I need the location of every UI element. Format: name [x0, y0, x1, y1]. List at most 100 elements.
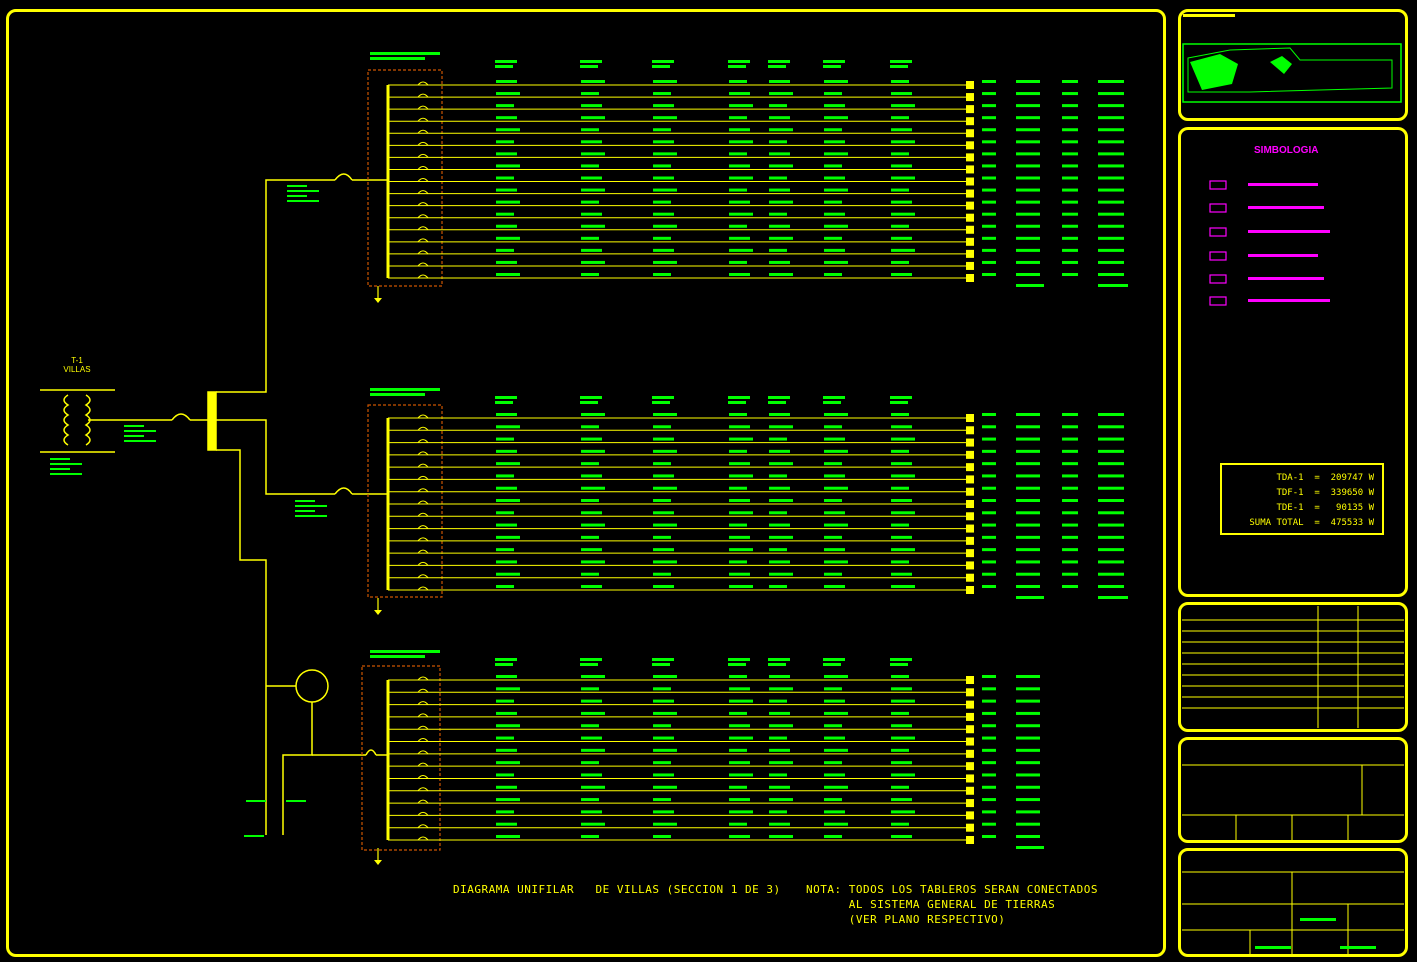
- location-title-mark: [1183, 14, 1235, 17]
- load-box-icon: [966, 688, 974, 697]
- circuit-value-mark: [729, 675, 747, 678]
- circuit-value-mark: [653, 92, 671, 96]
- note-line-3: (VER PLANO RESPECTIVO): [806, 913, 1006, 926]
- circuit-value-mark: [653, 785, 677, 789]
- load-box-icon: [966, 500, 974, 508]
- circuit-breaker-icon: [417, 105, 429, 110]
- circuit-value-mark: [653, 437, 674, 441]
- circuit-value-mark: [653, 152, 677, 156]
- circuit-value-mark: [891, 535, 912, 539]
- circuit-label-mark: [982, 80, 996, 83]
- circuit-value-mark: [769, 548, 787, 552]
- circuit-breaker-icon: [417, 463, 429, 468]
- circuit-value-mark: [496, 535, 520, 539]
- circuit-value-mark: [769, 835, 793, 838]
- circuit-value-mark: [769, 462, 793, 466]
- circuit-value-mark: [824, 724, 842, 728]
- circuit-breaker-icon: [417, 274, 429, 279]
- circuit-value-mark: [581, 200, 599, 204]
- circuit-value-mark: [824, 523, 848, 527]
- circuit-value-mark: [769, 822, 790, 826]
- load-box-icon: [966, 549, 974, 558]
- circuit-breaker-icon: [417, 117, 429, 122]
- symbol-icon-4: [1209, 251, 1227, 261]
- circuit-value-mark: [496, 413, 517, 416]
- circuit-value-mark: [824, 822, 848, 826]
- column-header-mark: [728, 60, 750, 63]
- circuit-value-mark: [496, 761, 520, 765]
- symbol-icon-6: [1209, 296, 1227, 306]
- column-header-mark: [495, 65, 513, 68]
- circuit-value-mark: [653, 699, 674, 703]
- circuit-value-mark: [1062, 462, 1078, 466]
- circuit-value-mark: [496, 116, 517, 120]
- circuit-value-mark: [653, 560, 677, 564]
- circuit-value-mark: [653, 116, 677, 120]
- circuit-breaker-icon: [417, 129, 429, 134]
- circuit-label-mark: [982, 724, 996, 728]
- circuit-value-mark: [653, 822, 677, 826]
- circuit-value-mark: [769, 437, 787, 441]
- circuit-value-mark: [729, 260, 747, 264]
- feeder-label-mark: [124, 440, 156, 442]
- circuit-value-mark: [496, 437, 514, 441]
- circuit-value-mark: [891, 437, 915, 441]
- circuit-label-mark: [982, 736, 996, 740]
- column-header-mark: [580, 60, 602, 63]
- circuit-label-mark: [982, 236, 996, 240]
- load-box-icon: [966, 786, 974, 795]
- circuit-value-mark: [1098, 164, 1124, 168]
- load-box-icon: [966, 201, 974, 210]
- circuit-value-mark: [729, 128, 750, 132]
- circuit-value-mark: [1098, 425, 1124, 429]
- circuit-value-mark: [1062, 273, 1078, 276]
- summary-line: TDF-1 = 339650 W: [1276, 488, 1374, 498]
- circuit-value-mark: [1062, 236, 1078, 240]
- circuit-value-mark: [1016, 200, 1040, 204]
- circuit-label-mark: [982, 711, 996, 715]
- circuit-value-mark: [496, 835, 520, 838]
- circuit-value-mark: [824, 449, 848, 453]
- circuit-value-mark: [729, 585, 753, 588]
- load-box-icon: [966, 414, 974, 422]
- circuit-label-mark: [982, 462, 996, 466]
- circuit-value-mark: [1016, 560, 1040, 564]
- circuit-breaker-icon: [417, 713, 429, 718]
- ground-arrow-icon: [374, 298, 382, 303]
- circuit-value-mark: [769, 188, 790, 192]
- circuit-value-mark: [891, 499, 912, 502]
- circuit-breaker-icon: [417, 153, 429, 158]
- column-header-mark: [728, 658, 750, 661]
- column-header-mark: [652, 658, 674, 661]
- circuit-label-mark: [982, 140, 996, 144]
- column-header-mark: [580, 658, 602, 661]
- circuit-value-mark: [581, 785, 605, 789]
- circuit-value-mark: [581, 835, 599, 838]
- column-header-mark: [495, 658, 517, 661]
- symbol-description-mark: [1248, 299, 1330, 302]
- note-line-2: AL SISTEMA GENERAL DE TIERRAS: [806, 898, 1056, 911]
- load-box-icon: [966, 586, 974, 594]
- circuit-value-mark: [653, 486, 677, 490]
- circuit-value-mark: [824, 761, 842, 765]
- circuit-value-mark: [653, 835, 671, 838]
- circuit-value-mark: [653, 462, 671, 466]
- circuit-value-mark: [729, 535, 750, 539]
- circuit-value-mark: [496, 92, 520, 96]
- circuit-value-mark: [824, 248, 845, 252]
- circuit-breaker-icon: [417, 262, 429, 267]
- circuit-value-mark: [824, 511, 845, 515]
- circuit-value-mark: [581, 248, 602, 252]
- circuit-value-mark: [496, 748, 517, 752]
- circuit-label-mark: [982, 486, 996, 490]
- circuit-value-mark: [581, 449, 605, 453]
- column-header-mark: [768, 658, 790, 661]
- circuit-value-mark: [824, 687, 842, 691]
- circuit-value-mark: [769, 585, 787, 588]
- column-header-mark: [890, 396, 912, 399]
- circuit-value-mark: [581, 699, 602, 703]
- circuit-value-mark: [496, 798, 520, 802]
- circuit-value-mark: [769, 128, 793, 132]
- circuit-value-mark: [769, 224, 790, 228]
- circuit-value-mark: [729, 798, 750, 802]
